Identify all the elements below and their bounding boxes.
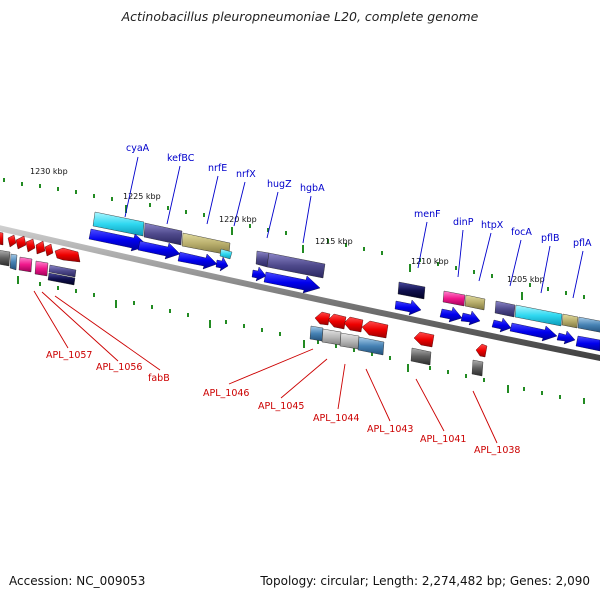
htpX-cog-block[interactable] <box>464 294 486 311</box>
cds-arrow-rev-5[interactable] <box>35 240 46 255</box>
rev-block-pink-2[interactable] <box>34 260 49 277</box>
gene-label-APL_1043: APL_1043 <box>367 424 413 435</box>
gene-label-APL_1041: APL_1041 <box>420 434 466 445</box>
gene-label-fabB: fabB <box>148 373 170 384</box>
pflA-cog-block[interactable] <box>577 316 600 333</box>
rev-block-gray-2[interactable] <box>339 332 360 350</box>
cds-arrow-APL_1046[interactable] <box>314 311 331 326</box>
cds-arrow-rev-2[interactable] <box>7 234 17 248</box>
cds-arrow-dinP[interactable] <box>439 306 463 323</box>
hgbA-cog-block[interactable] <box>266 252 326 279</box>
cds-arrow-APL_1043[interactable] <box>361 320 389 339</box>
ruler-label-1225: 1225 kbp <box>123 192 161 201</box>
cds-arrow-focA-upstream[interactable] <box>491 317 512 333</box>
gene-label-nrfE: nrfE <box>208 163 227 174</box>
cds-arrow-nrfX[interactable] <box>215 256 229 272</box>
ruler-labels: 1230 kbp 1225 kbp 1220 kbp 1215 kbp 1210… <box>30 167 545 284</box>
ruler-label-1220: 1220 kbp <box>219 215 257 224</box>
cds-arrow-pflA[interactable] <box>575 335 600 352</box>
cds-arrow-rev-3[interactable] <box>15 235 27 250</box>
rev-block-steel-1[interactable] <box>9 253 18 271</box>
cds-arrow-pflB[interactable] <box>556 330 576 345</box>
map-title: Actinobacillus pleuropneumoniae L20, com… <box>121 9 479 24</box>
pflB-cog-block[interactable] <box>561 313 579 329</box>
cds-arrow-APL_1038[interactable] <box>475 343 488 358</box>
cds-arrow-rev-6[interactable] <box>44 243 54 257</box>
rev-block-navy-1[interactable] <box>47 272 76 286</box>
ruler-label-1210: 1210 kbp <box>411 257 449 266</box>
gene-label-kefBC: kefBC <box>167 153 195 164</box>
gene-label-APL_1057: APL_1057 <box>46 350 92 361</box>
cds-arrow-htpX[interactable] <box>460 310 481 326</box>
forward-gene-labels: cyaA kefBC nrfE nrfX hugZ hgbA menF dinP… <box>126 143 592 249</box>
gene-label-htpX: htpX <box>481 220 504 231</box>
menF-cog-block[interactable] <box>397 281 426 300</box>
forward-cds-arrows <box>88 228 600 352</box>
gene-label-pflB: pflB <box>541 233 560 244</box>
focA-cog-block[interactable] <box>514 304 563 327</box>
cds-arrow-APL_1041[interactable] <box>413 331 435 348</box>
gene-label-dinP: dinP <box>453 217 474 228</box>
gene-label-pflA: pflA <box>573 238 592 249</box>
cds-arrow-hugZ[interactable] <box>251 266 267 282</box>
forward-feature-blocks <box>92 211 600 333</box>
forward-leader-lines <box>124 156 584 299</box>
ruler-label-1215: 1215 kbp <box>315 237 353 246</box>
rev-block-steel-2[interactable] <box>309 325 324 342</box>
rev-block-slate-1[interactable] <box>48 264 77 278</box>
gene-label-APL_1045: APL_1045 <box>258 401 304 412</box>
gene-label-APL_1038: APL_1038 <box>474 445 520 456</box>
rev-block-dark-3[interactable] <box>471 359 484 377</box>
cds-arrow-hgbA[interactable] <box>263 271 321 294</box>
gene-label-cyaA: cyaA <box>126 143 150 154</box>
cds-arrow-APL_1044[interactable] <box>343 316 364 333</box>
reverse-cds-arrows <box>0 232 488 358</box>
cds-arrow-rev-1[interactable] <box>0 232 4 246</box>
rev-block-dark-1[interactable] <box>0 250 11 267</box>
tick-row-bottom <box>17 276 585 404</box>
dinP-cog-block[interactable] <box>442 290 466 307</box>
kefBC-cog-block[interactable] <box>143 222 183 246</box>
gene-label-APL_1044: APL_1044 <box>313 413 359 424</box>
ruler-label-1205: 1205 kbp <box>507 275 545 284</box>
gene-label-hugZ: hugZ <box>267 179 292 190</box>
tick-row-top <box>3 178 585 300</box>
cds-arrow-menF[interactable] <box>394 299 422 316</box>
focA-upstream-block[interactable] <box>494 300 516 318</box>
cds-arrow-fabB[interactable] <box>54 247 81 263</box>
nrfX-cog-block[interactable] <box>219 248 233 260</box>
rev-block-pink-1[interactable] <box>18 256 33 273</box>
genome-backbone <box>0 225 600 362</box>
gene-label-nrfX: nrfX <box>236 169 256 180</box>
cyaA-cog-block[interactable] <box>92 211 145 237</box>
rev-block-gray-1[interactable] <box>321 328 342 346</box>
cds-arrow-kefBC[interactable] <box>137 240 181 260</box>
cds-arrow-APL_1045[interactable] <box>327 313 347 330</box>
gene-label-focA: focA <box>511 227 532 238</box>
rev-block-steel-3[interactable] <box>357 336 385 356</box>
gene-label-menF: menF <box>414 209 441 220</box>
cds-arrow-focA[interactable] <box>509 322 558 342</box>
gene-label-hgbA: hgbA <box>300 183 325 194</box>
hugZ-cog-block[interactable] <box>255 250 270 268</box>
rev-block-dark-2[interactable] <box>410 347 432 366</box>
gene-label-APL_1056: APL_1056 <box>96 362 142 373</box>
genome-stats-label: Topology: circular; Length: 2,274,482 bp… <box>260 574 590 588</box>
ruler-label-1230: 1230 kbp <box>30 167 68 176</box>
reverse-gene-labels: APL_1057 APL_1056 fabB APL_1046 APL_1045… <box>46 350 520 456</box>
gene-label-APL_1046: APL_1046 <box>203 388 249 399</box>
reverse-feature-blocks <box>0 250 484 377</box>
reverse-leader-lines <box>33 290 498 444</box>
accession-label: Accession: NC_009053 <box>9 574 146 588</box>
cds-arrow-nrfE[interactable] <box>177 251 218 270</box>
cds-arrow-rev-4[interactable] <box>25 238 36 253</box>
